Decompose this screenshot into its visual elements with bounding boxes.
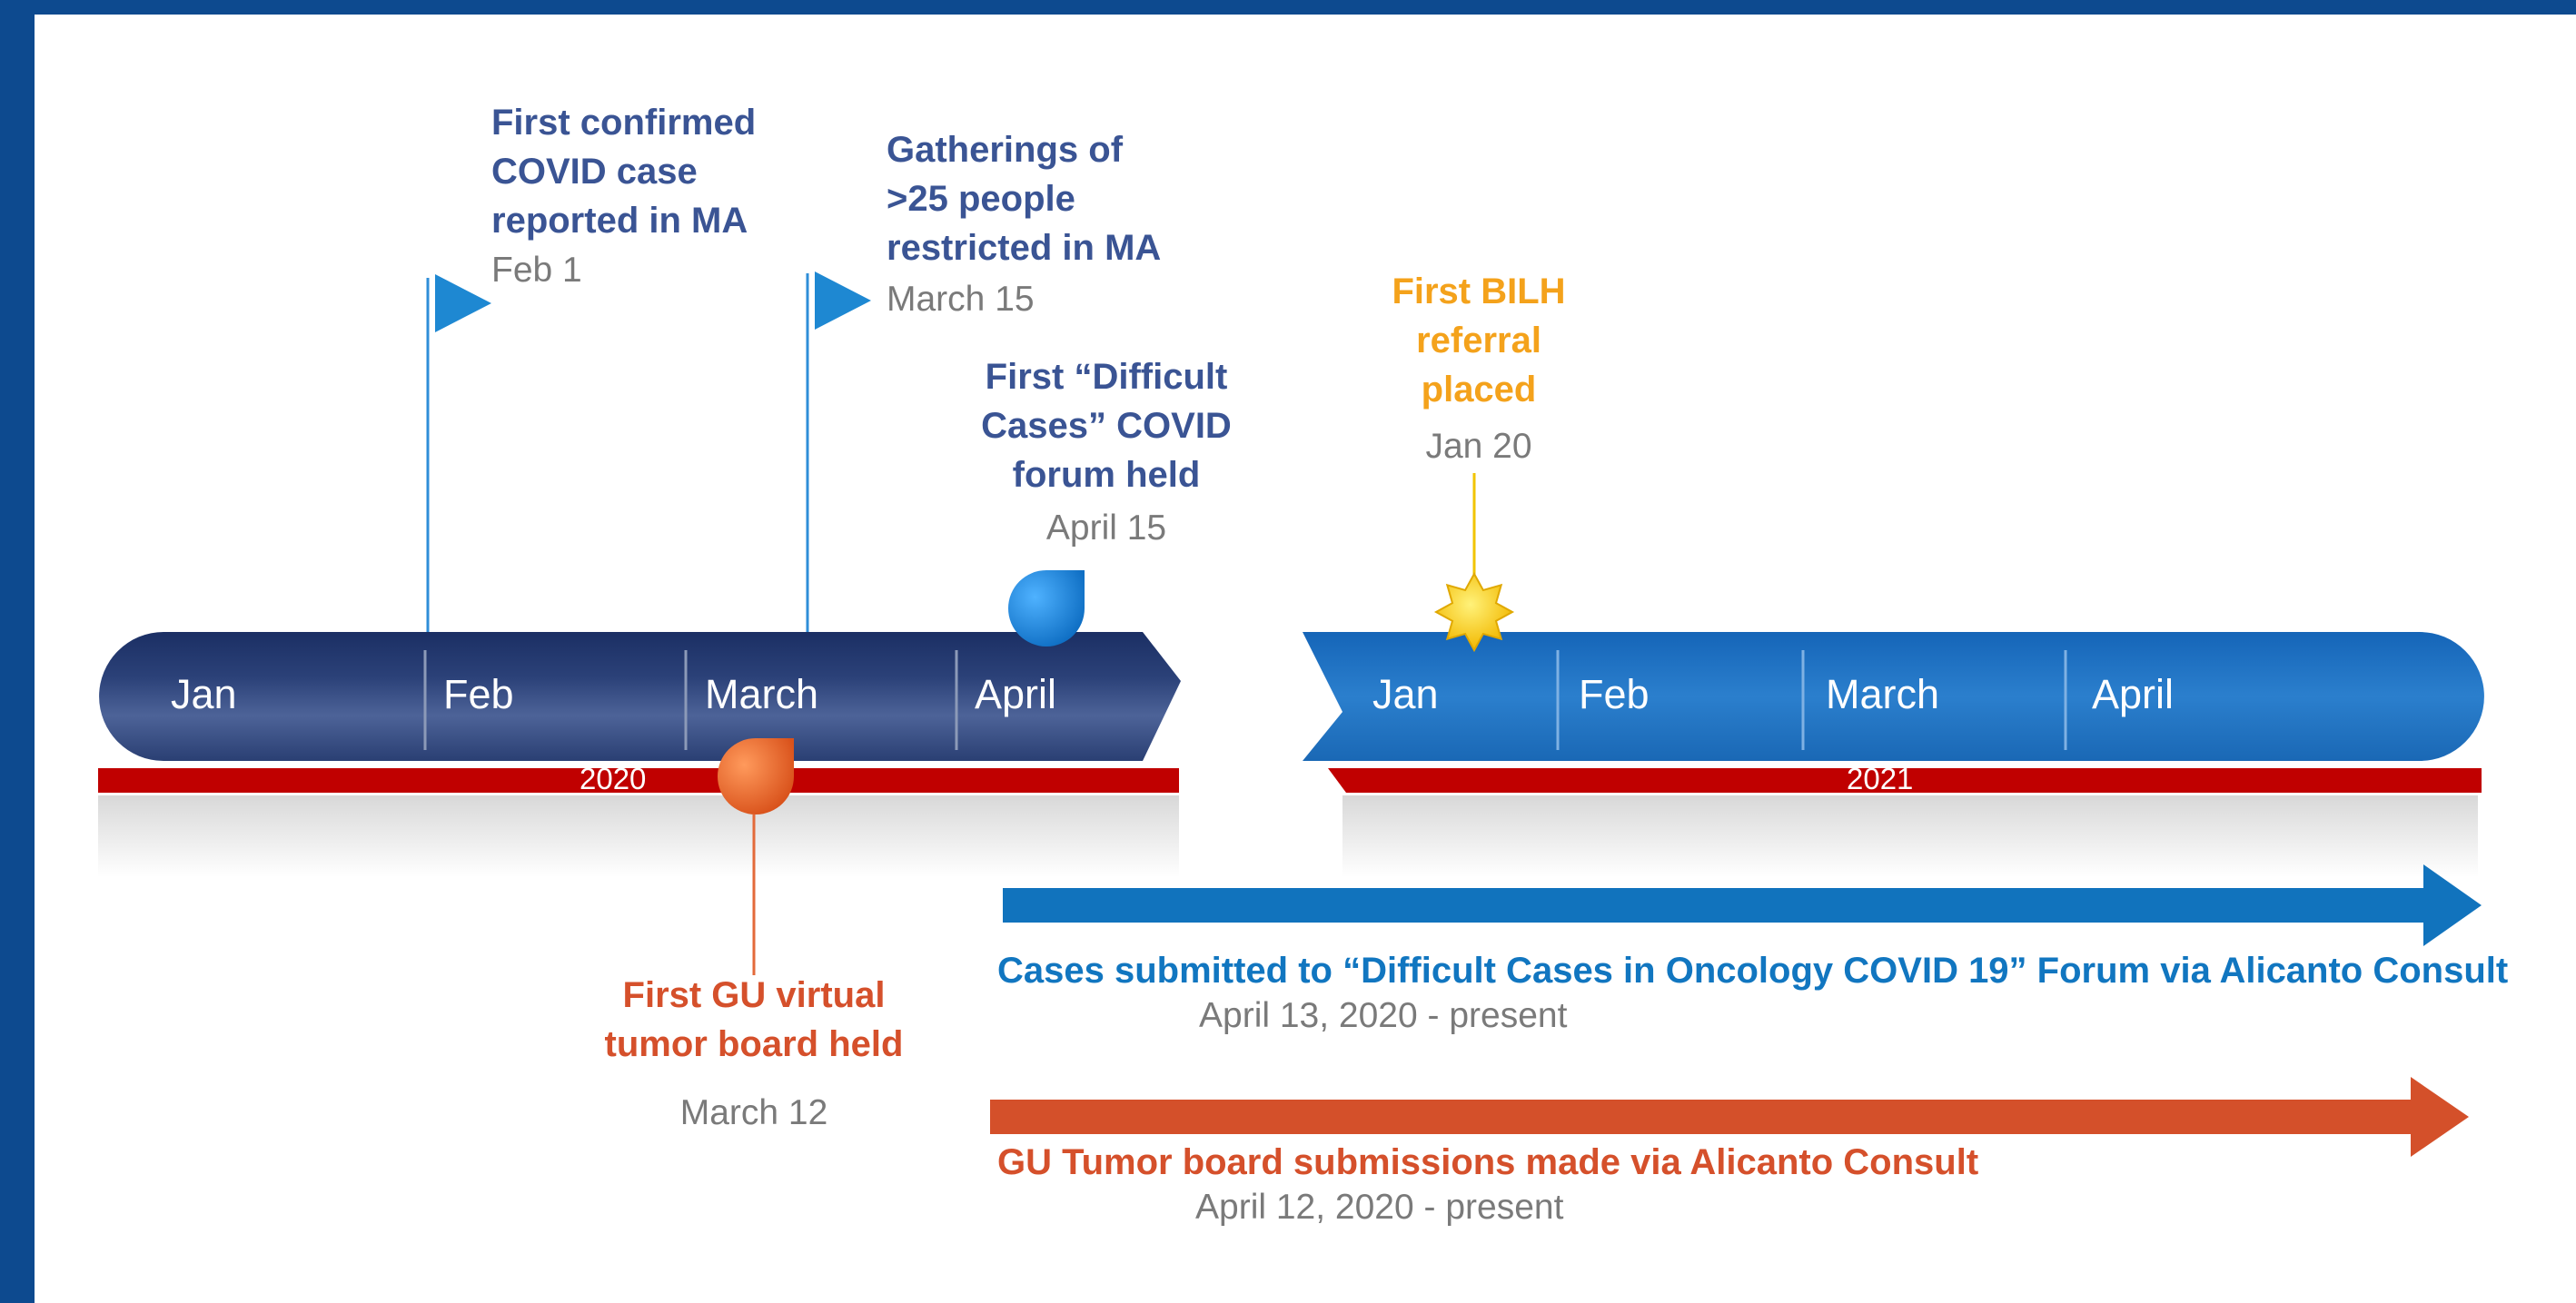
month-label: Jan — [171, 671, 237, 717]
range-arrow-oncology-forum — [1003, 864, 2482, 946]
range-arrow-gu-submissions — [990, 1077, 2469, 1157]
range-oncology-forum-title: Cases submitted to “Difficult Cases in O… — [997, 951, 2509, 991]
event-gatherings-date: March 15 — [887, 280, 1035, 319]
flag-icon — [815, 271, 871, 330]
year-band-2020 — [98, 768, 1179, 793]
event-first-case-title: First confirmed COVID case reported in M… — [491, 103, 757, 241]
reflection-2020 — [98, 795, 1179, 877]
event-gatherings-title: Gatherings of >25 people restricted in M… — [887, 130, 1162, 268]
reflection-2021 — [1342, 795, 2478, 877]
timeline-bar-2021 — [1303, 632, 2484, 761]
event-forum-title: First “Difficult Cases” COVID forum held — [981, 357, 1232, 495]
range-gu-submissions-title: GU Tumor board submissions made via Alic… — [997, 1142, 1979, 1182]
star-icon — [1433, 571, 1515, 653]
year-label-2020: 2020 — [580, 762, 647, 795]
range-oncology-forum-date: April 13, 2020 - present — [1199, 996, 1568, 1035]
month-label: March — [1826, 671, 1940, 717]
event-bilh-date: Jan 20 — [1425, 427, 1532, 466]
month-label: April — [2092, 671, 2175, 717]
month-label: Jan — [1372, 671, 1439, 717]
flag-icon — [435, 274, 491, 332]
month-label: Feb — [443, 671, 514, 717]
range-gu-submissions-date: April 12, 2020 - present — [1195, 1188, 1564, 1227]
month-label: April — [975, 671, 1057, 717]
event-bilh-title: First BILH referral placed — [1392, 271, 1566, 410]
timeline-graphics — [98, 271, 2484, 1157]
year-band-2021 — [1328, 768, 2482, 793]
droplet-blue-icon — [1008, 570, 1085, 647]
year-label-2021: 2021 — [1847, 762, 1914, 795]
droplet-orange-icon — [718, 738, 794, 814]
timeline-slide: Jan Feb March April 2020 Jan Feb March A… — [35, 15, 2576, 1303]
event-gu-virtual-title: First GU virtual tumor board held — [604, 975, 904, 1064]
event-gu-virtual-date: March 12 — [679, 1093, 828, 1132]
event-forum-date: April 15 — [1045, 508, 1167, 548]
month-label: March — [705, 671, 819, 717]
timeline-bar-2020 — [99, 632, 1181, 761]
month-label: Feb — [1579, 671, 1650, 717]
event-first-case-date: Feb 1 — [491, 251, 582, 290]
